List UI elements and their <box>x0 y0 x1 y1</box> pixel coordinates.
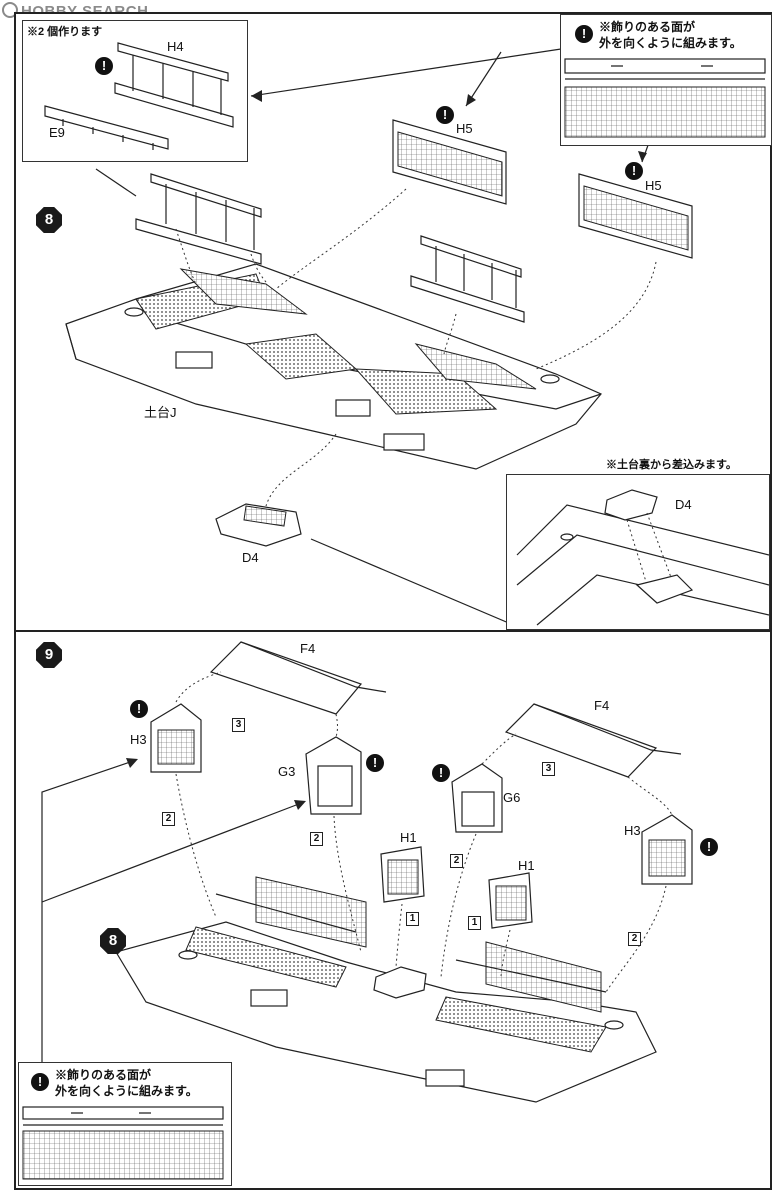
orientation-detail-drawing <box>564 58 766 138</box>
arrow-line <box>41 759 137 1062</box>
h5-panel-left-drawing <box>392 119 507 205</box>
g3-gable-drawing <box>305 736 362 815</box>
part-label-e9: E9 <box>49 125 65 140</box>
part-label-g3: G3 <box>278 764 296 779</box>
inset-orientation-note: ! ※飾りのある面が 外を向くように組みます。 <box>560 14 772 146</box>
h3-gable-right-drawing <box>641 814 693 885</box>
arrow-head <box>294 800 306 810</box>
callout-line <box>95 168 137 197</box>
guide-line <box>395 903 403 968</box>
base-j-drawing <box>65 263 602 470</box>
guide-line <box>333 815 362 953</box>
guide-line <box>275 188 407 290</box>
inset-h4-e9-drawing <box>44 42 234 150</box>
orientation-note: ※飾りのある面が 外を向くように組みます。 <box>599 19 742 51</box>
warning-icon: ! <box>625 162 643 180</box>
part-label-h3-left: H3 <box>130 732 147 747</box>
orientation-note: ※飾りのある面が 外を向くように組みます。 <box>55 1067 198 1099</box>
d4-part-drawing <box>215 503 302 547</box>
guide-line <box>175 773 217 918</box>
guide-line <box>605 885 667 993</box>
inset-quantity-note: ※2 個作ります <box>27 26 103 38</box>
part-label-g6: G6 <box>503 790 521 805</box>
g6-gable-drawing <box>451 763 503 833</box>
insert-note: ※土台裏から差込みます。 <box>606 459 737 471</box>
part-label-f4-left: F4 <box>300 641 316 656</box>
h4-fence-left-drawing <box>135 173 262 265</box>
arrow-head <box>466 94 476 106</box>
part-label-h4: H4 <box>167 39 184 54</box>
part-label-h5-left: H5 <box>456 121 473 136</box>
sequence-marker: 2 <box>450 854 463 868</box>
orientation-note-line-1: ※飾りのある面が <box>55 1068 152 1082</box>
arrow-head <box>251 90 262 102</box>
part-label-f4-right: F4 <box>594 698 610 713</box>
sequence-marker: 2 <box>162 812 175 826</box>
f4-roof-left-drawing <box>209 641 387 715</box>
step-8-panel: ※2 個作ります H4 E9 ! ! ※飾りのある面が 外を向くように組みます。… <box>14 12 772 632</box>
h3-gable-left-drawing <box>150 703 202 773</box>
orientation-note-line-2: 外を向くように組みます。 <box>55 1084 198 1098</box>
guide-line <box>481 733 517 765</box>
part-label-d4-detail: D4 <box>675 497 692 512</box>
h4-fence-right-drawing <box>410 235 525 323</box>
warning-icon: ! <box>436 106 454 124</box>
step-9-panel: 9 8 F4 F4 H3 ! G3 ! G6 ! H3 ! H1 H1 3 3 … <box>14 630 772 1190</box>
guide-line <box>535 261 657 370</box>
assembled-base-drawing <box>115 876 657 1103</box>
guide-line <box>175 671 222 703</box>
sequence-marker: 1 <box>406 912 419 926</box>
sequence-marker: 1 <box>468 916 481 930</box>
guide-line <box>335 713 338 738</box>
orientation-note-line-2: 外を向くように組みます。 <box>599 36 742 50</box>
guide-line <box>627 776 673 816</box>
part-label-h1-right: H1 <box>518 858 535 873</box>
h1-window-left-drawing <box>380 846 425 903</box>
warning-icon: ! <box>575 25 593 43</box>
orientation-note-line-1: ※飾りのある面が <box>599 20 696 34</box>
insert-detail-drawing <box>516 489 769 626</box>
orientation-detail-drawing <box>22 1106 224 1180</box>
part-label-base-j: 土台J <box>144 405 177 420</box>
inset-insert-detail: D4 <box>506 474 770 630</box>
guide-line <box>265 433 337 507</box>
step-8-drawing <box>65 48 693 625</box>
warning-icon: ! <box>31 1073 49 1091</box>
warning-icon: ! <box>366 754 384 772</box>
h5-panel-right-drawing <box>578 173 693 259</box>
arrow-line <box>250 48 562 97</box>
part-label-d4: D4 <box>242 550 259 565</box>
f4-roof-right-drawing <box>504 703 682 778</box>
part-label-h5-right: H5 <box>645 178 662 193</box>
sequence-marker: 3 <box>232 718 245 732</box>
sequence-marker: 3 <box>542 762 555 776</box>
warning-icon: ! <box>95 57 113 75</box>
warning-icon: ! <box>432 764 450 782</box>
step-9-drawing <box>41 641 693 1103</box>
h1-window-right-drawing <box>488 872 533 929</box>
guide-line <box>440 833 477 978</box>
arrow-head <box>638 151 647 162</box>
warning-icon: ! <box>130 700 148 718</box>
reference-step-badge: 8 <box>100 928 126 954</box>
step-number-badge: 8 <box>36 207 62 233</box>
inset-orientation-note: ! ※飾りのある面が 外を向くように組みます。 <box>18 1062 232 1186</box>
watermark-icon <box>2 2 18 18</box>
sequence-marker: 2 <box>628 932 641 946</box>
warning-icon: ! <box>700 838 718 856</box>
arrow-line <box>41 801 305 903</box>
arrow-head <box>126 758 138 768</box>
guide-line <box>175 228 197 285</box>
part-label-h1-left: H1 <box>400 830 417 845</box>
inset-h4-e9: ※2 個作ります H4 E9 ! <box>22 20 248 162</box>
sequence-marker: 2 <box>310 832 323 846</box>
callout-line <box>310 538 512 625</box>
step-number-badge: 9 <box>36 642 62 668</box>
part-label-h3-right: H3 <box>624 823 641 838</box>
